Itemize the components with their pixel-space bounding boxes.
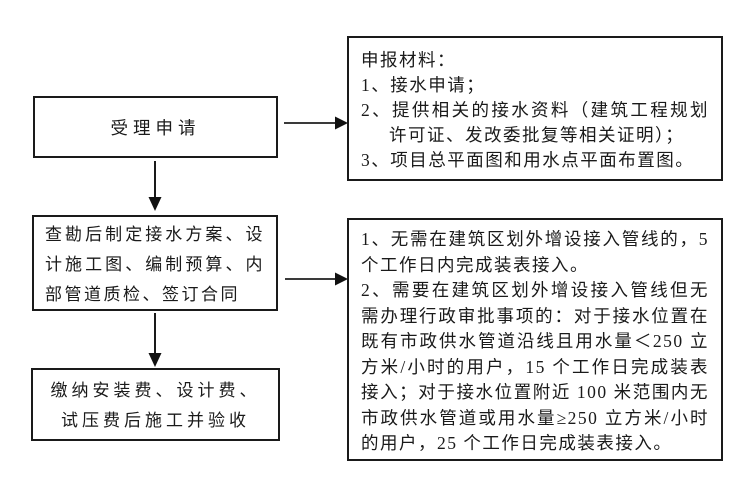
node-payment-construction: 缴纳安装费、设计费、试压费后施工并验收 xyxy=(31,368,280,441)
node-survey-plan: 查勘后制定接水方案、设计施工图、编制预算、内部管道质检、签订合同 xyxy=(32,215,278,311)
note-materials-item-1: 1、接水申请； xyxy=(361,75,486,95)
note-timeline-item-1: 1、无需在建筑区划外增设接入管线的，5 个工作日内完成装表接入。 xyxy=(361,229,709,275)
note-materials-item-3: 3、项目总平面图和用水点平面布置图。 xyxy=(361,150,695,170)
node-survey-plan-label: 查勘后制定接水方案、设计施工图、编制预算、内部管道质检、签订合同 xyxy=(45,225,265,304)
node-accept-application: 受理申请 xyxy=(33,96,278,158)
note-materials-title: 申报材料： xyxy=(361,50,456,70)
arrow-survey-to-timeline xyxy=(285,272,348,286)
note-application-materials: 申报材料： 1、接水申请； 2、提供相关的接水资料（建筑工程规划许可证、发改委批… xyxy=(347,36,723,181)
note-materials-item-2: 2、提供相关的接水资料（建筑工程规划许可证、发改委批复等相关证明）； xyxy=(361,100,709,145)
node-accept-application-label: 受理申请 xyxy=(110,117,201,138)
note-connection-timelines: 1、无需在建筑区划外增设接入管线的，5 个工作日内完成装表接入。 2、需要在建筑… xyxy=(347,218,723,461)
note-timeline-item-2: 2、需要在建筑区划外增设接入管线但无需办理行政审批事项的：对于接水位置在既有市政… xyxy=(361,280,709,453)
node-payment-construction-label: 缴纳安装费、设计费、试压费后施工并验收 xyxy=(50,381,261,430)
arrow-accept-to-survey xyxy=(148,161,162,211)
arrow-accept-to-materials xyxy=(284,116,348,130)
arrow-survey-to-payment xyxy=(148,313,162,367)
